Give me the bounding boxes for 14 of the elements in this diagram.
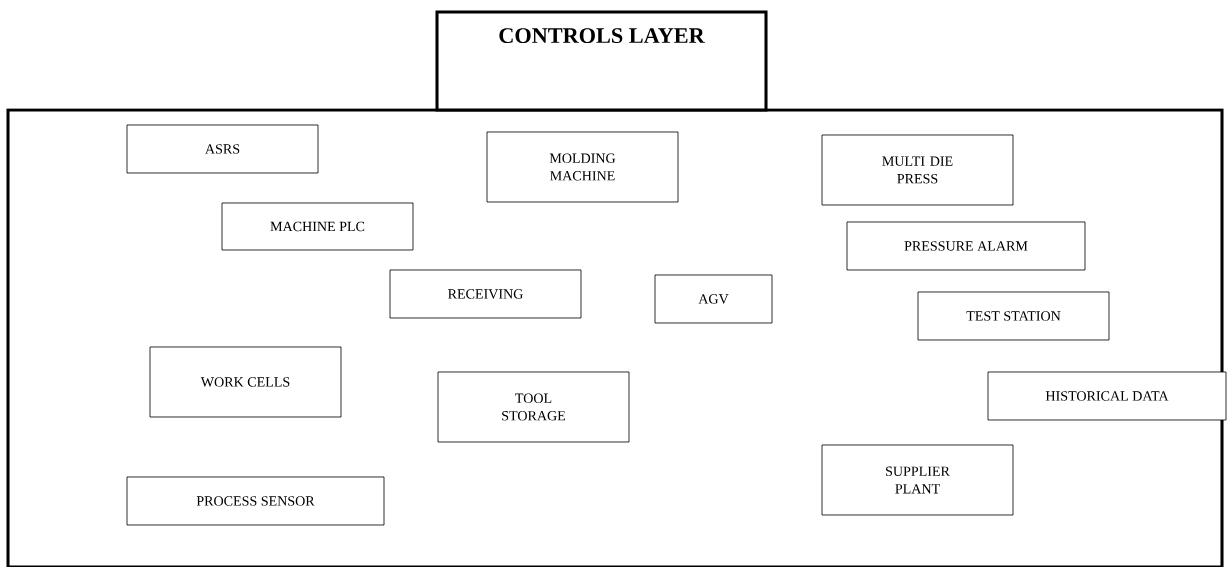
process-box: MACHINE PLC [221,202,414,251]
process-box: ASRS [126,124,319,174]
process-box: MULTI DIE PRESS [821,134,1014,206]
process-box: AGV [654,274,773,324]
process-box: SUPPLIER PLANT [821,444,1014,516]
process-box: PRESSURE ALARM [846,221,1086,271]
process-box: RECEIVING [389,269,582,319]
process-box: TEST STATION [917,291,1110,341]
title-box: CONTROLS LAYER [435,10,768,112]
process-box: PROCESS SENSOR [126,476,385,526]
process-box: WORK CELLS [149,346,342,418]
process-box: TOOL STORAGE [437,371,630,443]
process-box: MOLDING MACHINE [486,131,679,203]
layer-frame [6,108,1224,567]
